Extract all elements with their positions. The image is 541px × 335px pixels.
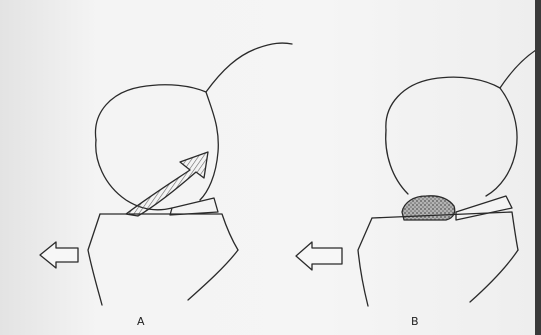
femur-posterior-b xyxy=(486,88,517,196)
tibia-a-right xyxy=(188,250,238,300)
femur-condyle-b xyxy=(386,50,536,130)
femur-condyle-a xyxy=(95,43,292,140)
tibia-b-left xyxy=(358,218,372,306)
meniscus-b xyxy=(456,196,512,220)
panel-label-b: B xyxy=(411,315,419,328)
meniscus-a xyxy=(170,198,218,215)
arrow-left-icon xyxy=(40,242,78,268)
tibia-a xyxy=(100,214,238,250)
tibia-b-right xyxy=(470,250,518,302)
panel-b xyxy=(358,50,536,306)
femur-posterior-a xyxy=(200,92,218,200)
panel-a xyxy=(88,43,292,305)
femur-condyle-b-lower xyxy=(386,130,408,194)
tibia-a-left xyxy=(88,214,102,305)
panel-label-a: A xyxy=(137,315,145,328)
arrow-left-icon xyxy=(296,242,342,270)
